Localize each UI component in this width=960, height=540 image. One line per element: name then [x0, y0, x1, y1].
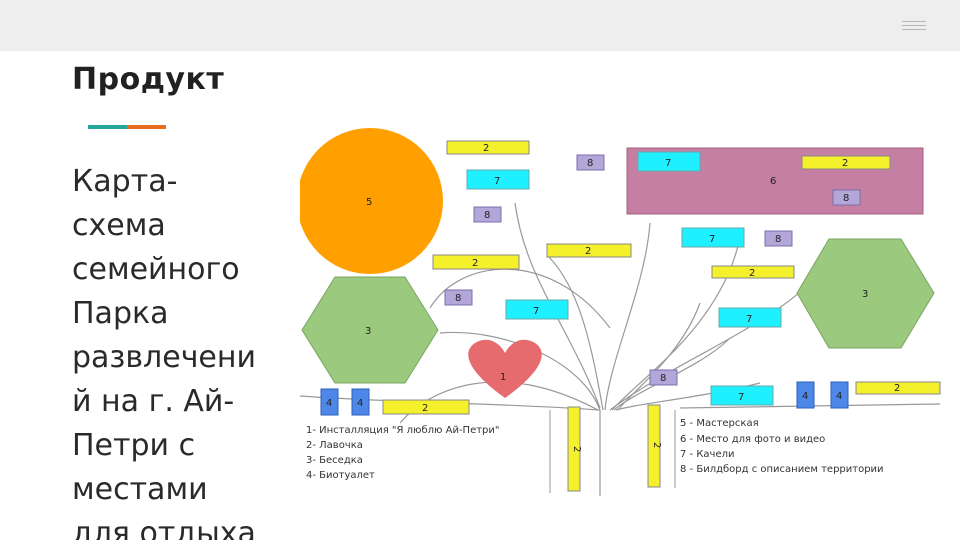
- legend-item: 2- Лавочка: [306, 440, 363, 451]
- menu-icon[interactable]: [902, 21, 926, 31]
- swing-label: 7: [533, 306, 539, 317]
- board-label: 8: [843, 193, 849, 204]
- bench-label: 2: [651, 442, 662, 448]
- legend-item: 1- Инсталляция "Я люблю Ай-Петри": [306, 425, 500, 436]
- board-label: 8: [484, 210, 490, 221]
- workshop-circle: [300, 128, 443, 274]
- benches: [382, 140, 941, 492]
- toilet-label: 4: [802, 391, 808, 402]
- slide-body-text: Карта- схема семейного Парка развлечени …: [72, 164, 256, 540]
- toilet-label: 4: [836, 391, 842, 402]
- bench-label: 2: [894, 383, 900, 394]
- slide-title: Продукт: [72, 62, 225, 97]
- swings: [466, 151, 782, 406]
- toilets: [320, 381, 849, 416]
- gazebo-left-label: 3: [365, 326, 371, 337]
- bench-label: 2: [749, 268, 755, 279]
- swing-label: 7: [738, 392, 744, 403]
- bench-label: 2: [422, 403, 428, 414]
- board-label: 8: [660, 373, 666, 384]
- workshop-label: 5: [366, 197, 372, 208]
- legend-left: 1- Инсталляция "Я люблю Ай-Петри" 2- Лав…: [306, 425, 500, 481]
- gazebo-left: [301, 276, 439, 384]
- top-bar: [0, 0, 960, 51]
- bench-label: 2: [585, 246, 591, 257]
- gazebo-right-label: 3: [862, 289, 868, 300]
- toilet-label: 4: [357, 398, 363, 409]
- swing-label: 7: [665, 158, 671, 169]
- bench-label: 2: [571, 446, 582, 452]
- toilet-label: 4: [326, 398, 332, 409]
- legend-item: 3- Беседка: [306, 455, 363, 466]
- bench-label: 2: [472, 258, 478, 269]
- gazebo-right: [796, 238, 935, 349]
- legend-right: 5 - Мастерская 6 - Место для фото и виде…: [680, 418, 884, 475]
- title-accent-line: [88, 125, 166, 129]
- board-label: 8: [455, 293, 461, 304]
- legend-item: 8 - Билдборд с описанием территории: [680, 464, 884, 475]
- legend-item: 4- Биотуалет: [306, 470, 375, 481]
- swing-label: 7: [746, 314, 752, 325]
- photo-area-label: 6: [770, 176, 776, 187]
- board-label: 8: [587, 158, 593, 169]
- board-label: 8: [775, 234, 781, 245]
- bench-label: 2: [842, 158, 848, 169]
- park-map: 5 3 3 1 6 2 2 2 2 2: [300, 128, 945, 496]
- swing-label: 7: [709, 234, 715, 245]
- heart-installation: [468, 339, 542, 398]
- legend-item: 7 - Качели: [680, 449, 735, 460]
- legend-item: 5 - Мастерская: [680, 418, 759, 429]
- legend-item: 6 - Место для фото и видео: [680, 434, 825, 445]
- boards: [444, 154, 861, 386]
- swing-label: 7: [494, 176, 500, 187]
- bench-label: 2: [483, 143, 489, 154]
- heart-label: 1: [500, 372, 506, 383]
